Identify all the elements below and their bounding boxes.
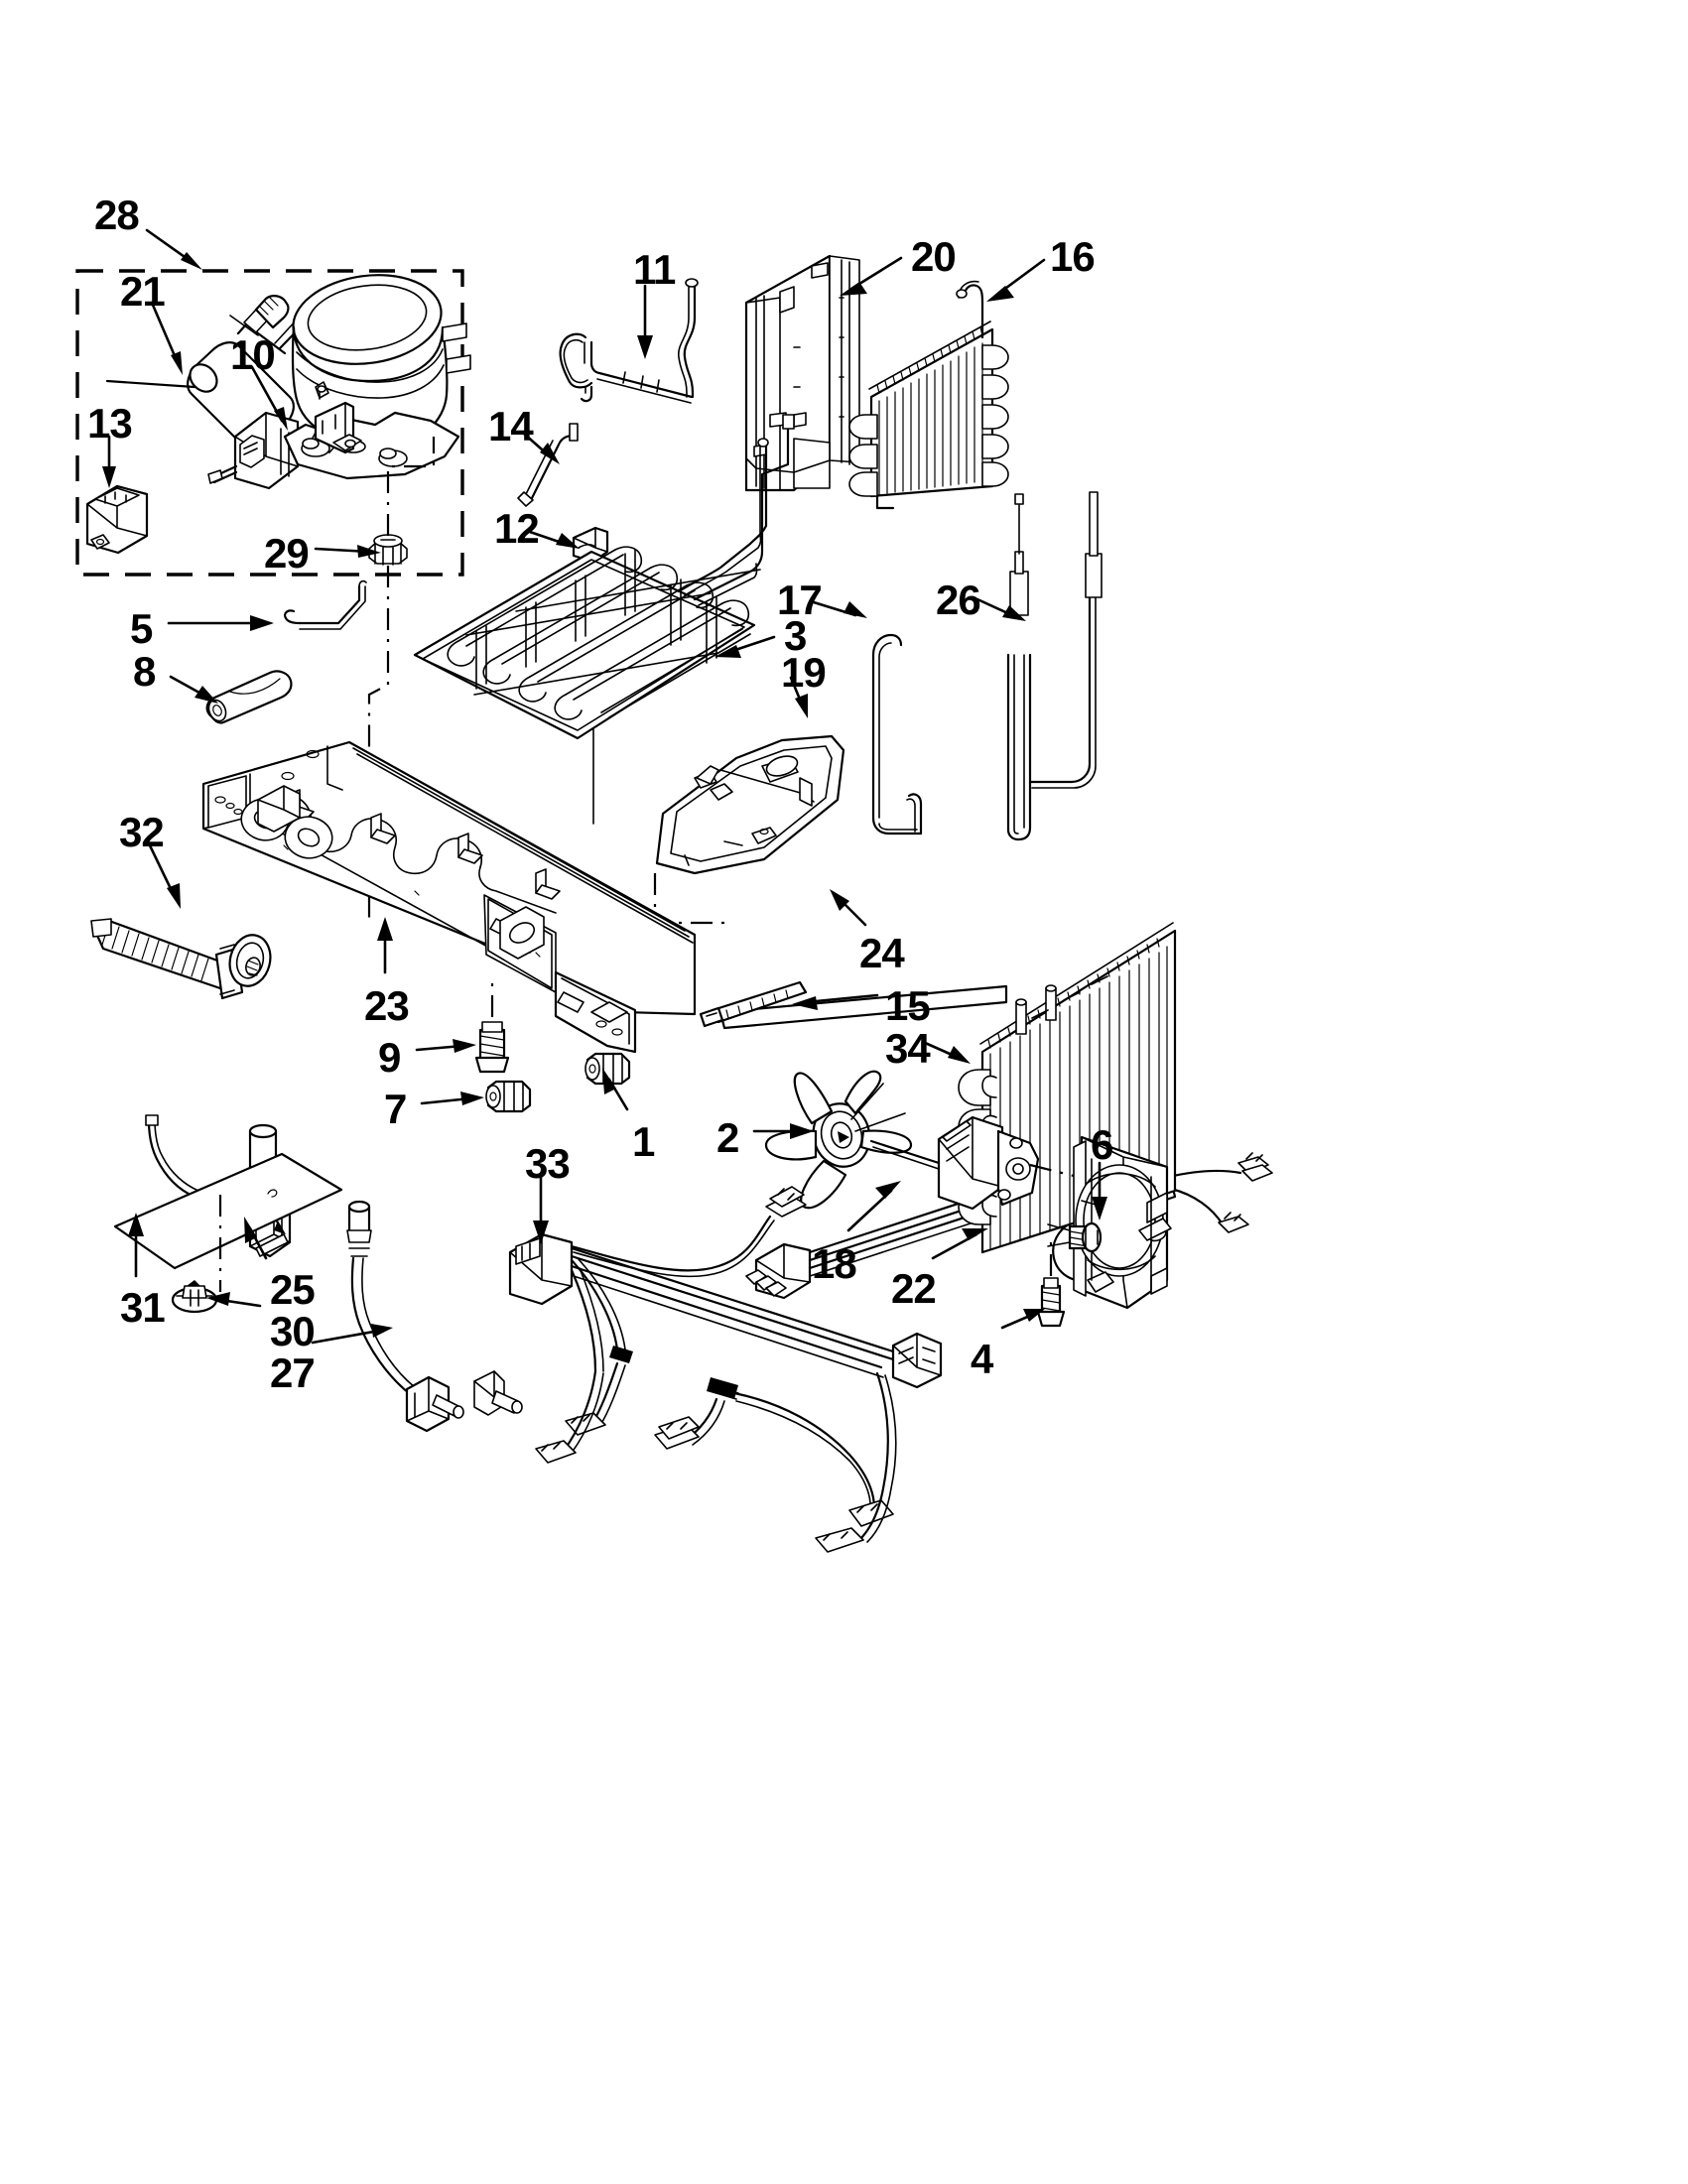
part-insulation-sleeve-8 bbox=[205, 670, 293, 724]
callout-19: 19 bbox=[781, 649, 827, 696]
part-grommet-7 bbox=[485, 1080, 532, 1113]
part-tube-clip-12 bbox=[572, 526, 609, 564]
part-defrost-heater-3 bbox=[413, 414, 795, 740]
callout-2: 2 bbox=[716, 1114, 739, 1161]
part-grommet-1 bbox=[584, 1052, 631, 1086]
callout-leaders bbox=[102, 228, 1107, 1345]
callout-7: 7 bbox=[384, 1086, 407, 1132]
part-fan-shroud-22 bbox=[1073, 1135, 1172, 1310]
part-condenser-coil-16 bbox=[848, 280, 1009, 510]
part-condenser-fan-blade-2 bbox=[764, 1070, 913, 1210]
part-wire-retainer-5 bbox=[284, 579, 367, 630]
part-unit-base-pan-23 bbox=[201, 740, 697, 1054]
part-retainer-clip-17 bbox=[871, 633, 923, 835]
callout-21: 21 bbox=[120, 268, 166, 315]
part-grommet-29 bbox=[368, 534, 408, 566]
callout-11: 11 bbox=[633, 246, 676, 293]
centerline-29-down bbox=[367, 566, 390, 923]
part-drain-pan-19 bbox=[655, 734, 845, 875]
callout-18: 18 bbox=[812, 1240, 857, 1287]
callout-34: 34 bbox=[885, 1025, 931, 1072]
callout-1: 1 bbox=[632, 1118, 655, 1165]
part-cable-tie-15 bbox=[699, 980, 1008, 1030]
centerline-drainpan bbox=[653, 873, 724, 925]
callout-33: 33 bbox=[525, 1140, 571, 1187]
callout-6: 6 bbox=[1091, 1121, 1113, 1168]
part-start-relay-13 bbox=[85, 484, 149, 555]
part-pushin-clip-30 bbox=[171, 1280, 218, 1314]
callout-26: 26 bbox=[936, 577, 981, 623]
part-defrost-thermostat-32 bbox=[90, 918, 272, 1000]
part-screw-4 bbox=[1036, 1240, 1066, 1328]
part-access-cover-25 bbox=[113, 1152, 343, 1270]
part-screw-6 bbox=[1047, 1221, 1103, 1253]
callout-14: 14 bbox=[488, 403, 534, 450]
callout-9: 9 bbox=[378, 1034, 401, 1081]
callout-30: 30 bbox=[270, 1308, 316, 1354]
callout-15: 15 bbox=[885, 982, 931, 1029]
callout-31: 31 bbox=[120, 1284, 166, 1331]
part-condenser-fan-motor-18 bbox=[869, 1115, 1118, 1211]
callout-23: 23 bbox=[364, 982, 410, 1029]
callout-8: 8 bbox=[133, 648, 156, 695]
part-compressor bbox=[283, 274, 471, 480]
callout-24: 24 bbox=[859, 930, 905, 976]
callout-22: 22 bbox=[891, 1265, 937, 1312]
part-overload-relay-10 bbox=[207, 411, 300, 490]
callout-17: 17 bbox=[777, 577, 823, 623]
callout-16: 16 bbox=[1050, 233, 1096, 280]
callout-4: 4 bbox=[971, 1336, 993, 1382]
centerline-29-compressor bbox=[386, 437, 436, 536]
callout-25: 25 bbox=[270, 1266, 316, 1313]
part-discharge-tube-14 bbox=[517, 423, 579, 507]
part-suction-line-11 bbox=[559, 278, 699, 404]
callout-5: 5 bbox=[130, 605, 153, 652]
part-screw-9 bbox=[474, 980, 510, 1074]
part-thermistor-probe-26 bbox=[1006, 491, 1103, 841]
callout-10: 10 bbox=[230, 331, 276, 378]
part-drain-hose-27 bbox=[346, 1200, 464, 1433]
part-compartment-cover-20 bbox=[744, 254, 860, 492]
part-main-harness-33 bbox=[473, 1186, 943, 1553]
callout-3: 3 bbox=[784, 612, 807, 659]
callout-13: 13 bbox=[87, 400, 133, 447]
callout-27: 27 bbox=[270, 1349, 316, 1396]
callout-32: 32 bbox=[119, 809, 165, 855]
callout-20: 20 bbox=[911, 233, 957, 280]
callout-29: 29 bbox=[264, 530, 310, 577]
callout-28: 28 bbox=[94, 192, 140, 238]
group-box-28 bbox=[75, 269, 464, 577]
callout-12: 12 bbox=[494, 505, 540, 552]
